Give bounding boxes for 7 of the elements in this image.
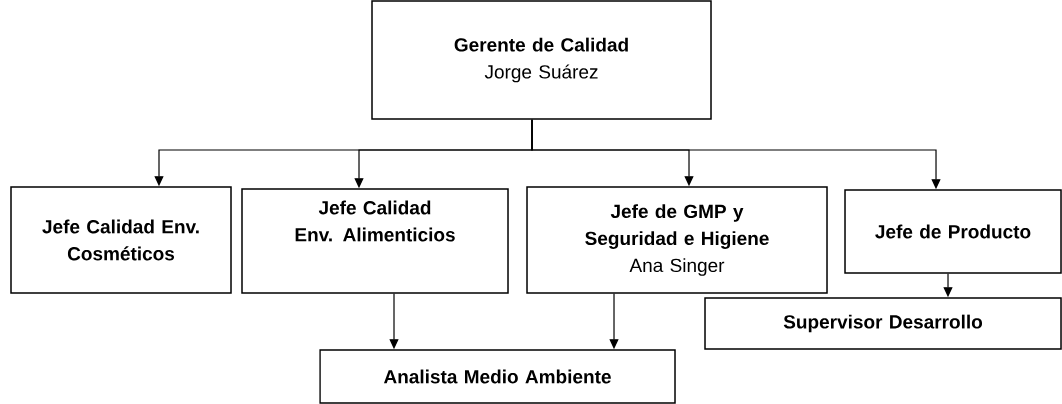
org-box: Jefe Calidad Env. Cosméticos <box>10 186 232 294</box>
org-box: Jefe Calidad Env. Alimenticios <box>241 188 509 294</box>
org-box: Gerente de Calidad Jorge Suárez <box>371 0 712 120</box>
org-box: Jefe de Producto <box>844 189 1062 274</box>
org-box: Jefe de GMP y Seguridad e Higiene Ana Singer <box>526 186 828 294</box>
org-box: Supervisor Desarrollo <box>704 297 1062 350</box>
org-box: Analista Medio Ambiente <box>319 349 676 404</box>
